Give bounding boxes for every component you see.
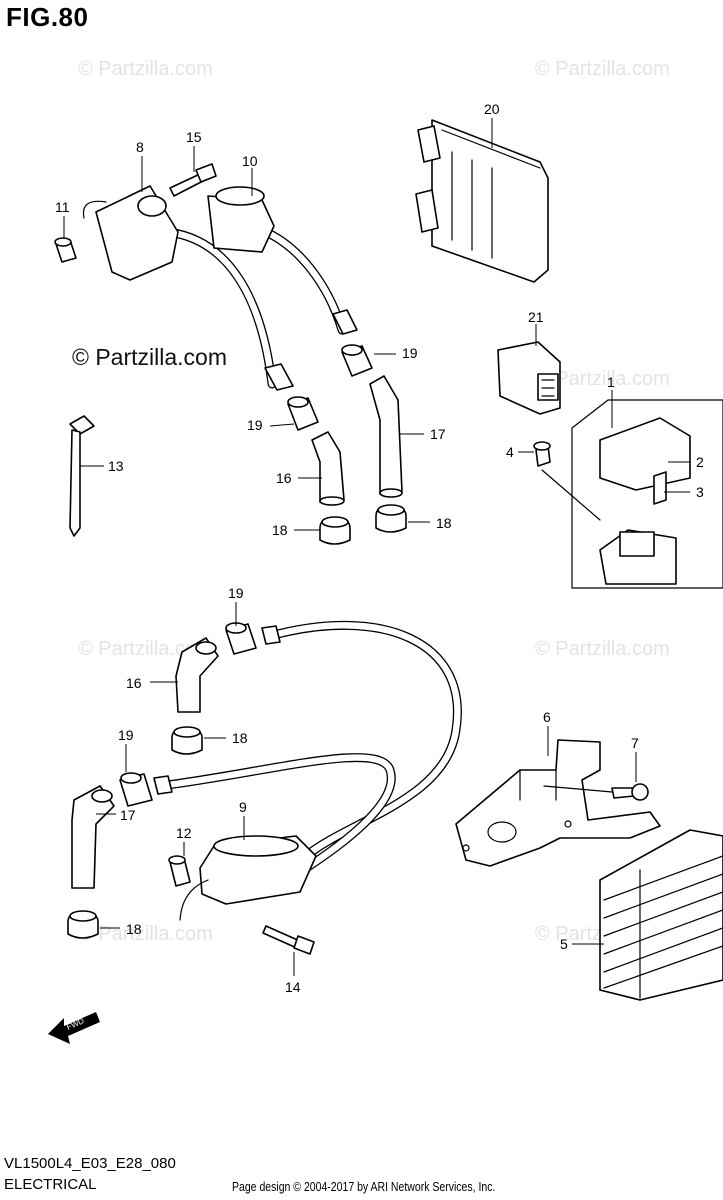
callout-18: 18	[126, 921, 142, 937]
coil-terminal	[137, 195, 167, 217]
callout-19: 19	[118, 727, 134, 743]
callout-13: 13	[108, 458, 124, 474]
fuse	[653, 471, 667, 505]
callout-8: 8	[136, 139, 144, 155]
starter-relay-connector	[619, 531, 655, 557]
callout-17: 17	[120, 807, 136, 823]
coil-wire-hook	[82, 200, 107, 219]
callout-2: 2	[696, 454, 704, 470]
lower-plug-caps	[67, 622, 257, 939]
bracket-hole	[487, 821, 517, 843]
assembly-frame	[571, 399, 723, 589]
starter-relay-assembly	[533, 399, 723, 589]
callout-5: 5	[560, 936, 568, 952]
callout-12: 12	[176, 825, 192, 841]
lower-ignition-coil	[153, 620, 462, 955]
lead-end-left	[264, 363, 294, 391]
coil-bolt	[169, 173, 204, 197]
model-code: VL1500L4_E03_E28_080	[4, 1155, 176, 1172]
leader-lines	[63, 118, 690, 976]
callout-4: 4	[506, 444, 514, 460]
upper-plug-caps	[287, 344, 407, 545]
coil-lower-wire	[179, 879, 209, 921]
callout-18: 18	[232, 730, 248, 746]
ignition-coil-body	[95, 185, 179, 281]
upper-ignition-coil	[54, 163, 358, 391]
ecm-body	[431, 119, 549, 283]
callout-7: 7	[631, 735, 639, 751]
ecm-connector-lower	[415, 189, 439, 233]
cable-tie-strap	[69, 429, 81, 537]
page-credit: Page design © 2004-2017 by ARI Network S…	[232, 1180, 496, 1194]
callout-6: 6	[543, 709, 551, 725]
callout-9: 9	[239, 799, 247, 815]
callout-15: 15	[186, 129, 202, 145]
screw-leader	[541, 469, 601, 521]
bracket-bolt	[611, 787, 635, 799]
faint-watermark: © Partzilla.com	[535, 638, 670, 660]
callout-19: 19	[402, 345, 418, 361]
regulator-rectifier	[599, 829, 723, 1001]
faint-watermark: © Partzilla.com	[78, 638, 213, 660]
callout-21: 21	[528, 309, 544, 325]
callout-18: 18	[436, 515, 452, 531]
faint-watermark: © Partzilla.com	[535, 58, 670, 80]
ecm-unit	[415, 119, 549, 283]
fwd-direction-arrow: FWD	[48, 1012, 100, 1044]
partzilla-watermark: © Partzilla.com	[72, 344, 227, 370]
callout-16: 16	[126, 675, 142, 691]
faint-watermark: © Partzilla.com	[78, 58, 213, 80]
callout-19: 19	[247, 417, 263, 433]
cable-tie	[69, 415, 95, 537]
callout-14: 14	[285, 979, 301, 995]
callout-numbers: 8 15 10 11 19 19 17 13 16 18 18 20 21 1 …	[55, 101, 704, 995]
callout-16: 16	[276, 470, 292, 486]
plug-cap-17-upper	[369, 375, 403, 495]
callout-19: 19	[228, 585, 244, 601]
regulator-bracket	[455, 739, 661, 867]
callout-20: 20	[484, 101, 500, 117]
bracket-plate	[455, 739, 661, 867]
ecm-connector-upper	[417, 125, 441, 163]
callout-18: 18	[272, 522, 288, 538]
faint-watermark: © Partzilla.com	[535, 368, 670, 390]
callout-10: 10	[242, 153, 258, 169]
figure-title: FIG.80	[6, 2, 89, 32]
relay	[497, 341, 561, 415]
callout-17: 17	[430, 426, 446, 442]
callout-11: 11	[55, 199, 70, 215]
section-title: ELECTRICAL	[4, 1176, 97, 1193]
relay-cover	[599, 417, 691, 491]
callout-1: 1	[607, 374, 615, 390]
lead-end-right	[332, 309, 358, 335]
plug-cap-16-upper	[311, 431, 345, 503]
callout-3: 3	[696, 484, 704, 500]
